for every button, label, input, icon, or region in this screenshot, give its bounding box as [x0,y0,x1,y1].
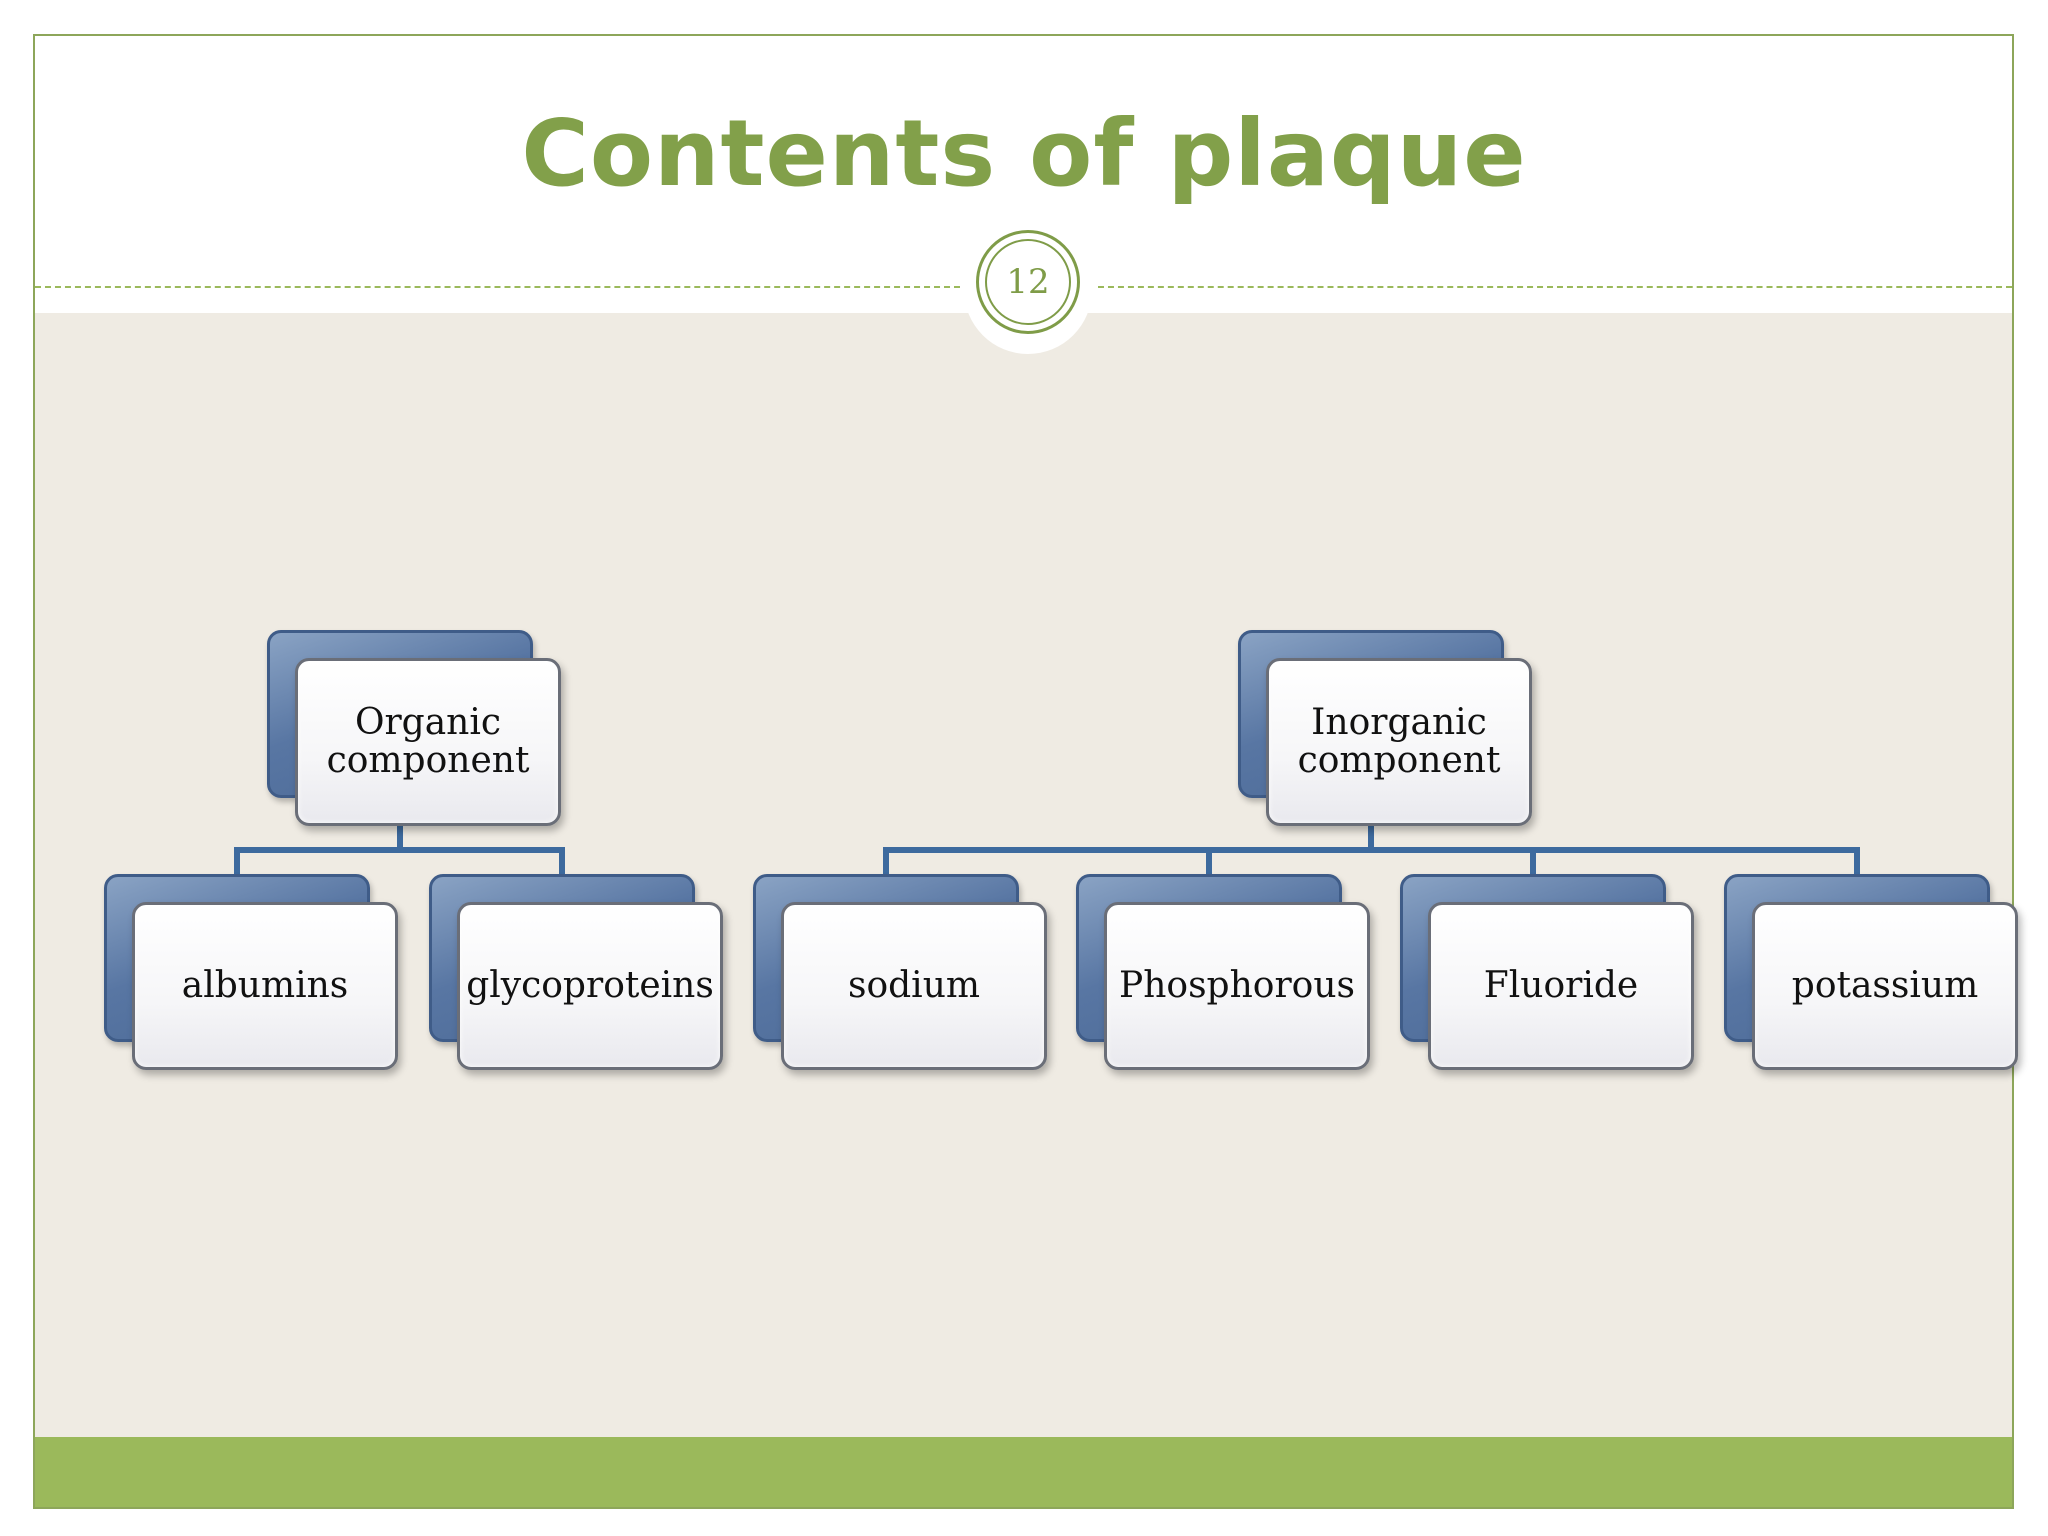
node-card: potassium [1752,902,2018,1070]
header-divider-left [35,286,960,288]
node-fluoride: Fluoride [1400,874,1694,1070]
node-card: albumins [132,902,398,1070]
node-label: Phosphorous [1118,965,1355,1006]
node-glycoproteins: glycoproteins [429,874,723,1070]
footer-bar [35,1437,2012,1507]
node-organic-component: Organic component [267,630,561,826]
node-sodium: sodium [753,874,1047,1070]
node-albumins: albumins [104,874,398,1070]
node-potassium: potassium [1724,874,2018,1070]
page-number-badge: 12 [976,230,1080,334]
node-label: glycoproteins [466,965,714,1006]
node-inorganic-component: Inorganic component [1238,630,1532,826]
content-background [35,313,2012,1437]
header-divider-right [1098,286,2012,288]
node-card: Organic component [295,658,561,826]
node-label: sodium [847,965,981,1006]
node-label-line1: Inorganic [1311,702,1487,743]
node-card: Inorganic component [1266,658,1532,826]
node-card: Fluoride [1428,902,1694,1070]
node-card: glycoproteins [457,902,723,1070]
node-label: potassium [1791,965,1979,1006]
node-card: sodium [781,902,1047,1070]
node-phosphorous: Phosphorous [1076,874,1370,1070]
node-label-line2: component [1297,740,1501,781]
page-number: 12 [985,239,1071,325]
node-card: Phosphorous [1104,902,1370,1070]
node-label-line1: Organic [354,702,502,743]
node-label: albumins [181,965,349,1006]
slide-title: Contents of plaque [521,100,1527,207]
node-label-line2: component [326,740,530,781]
node-label: Fluoride [1483,965,1639,1006]
